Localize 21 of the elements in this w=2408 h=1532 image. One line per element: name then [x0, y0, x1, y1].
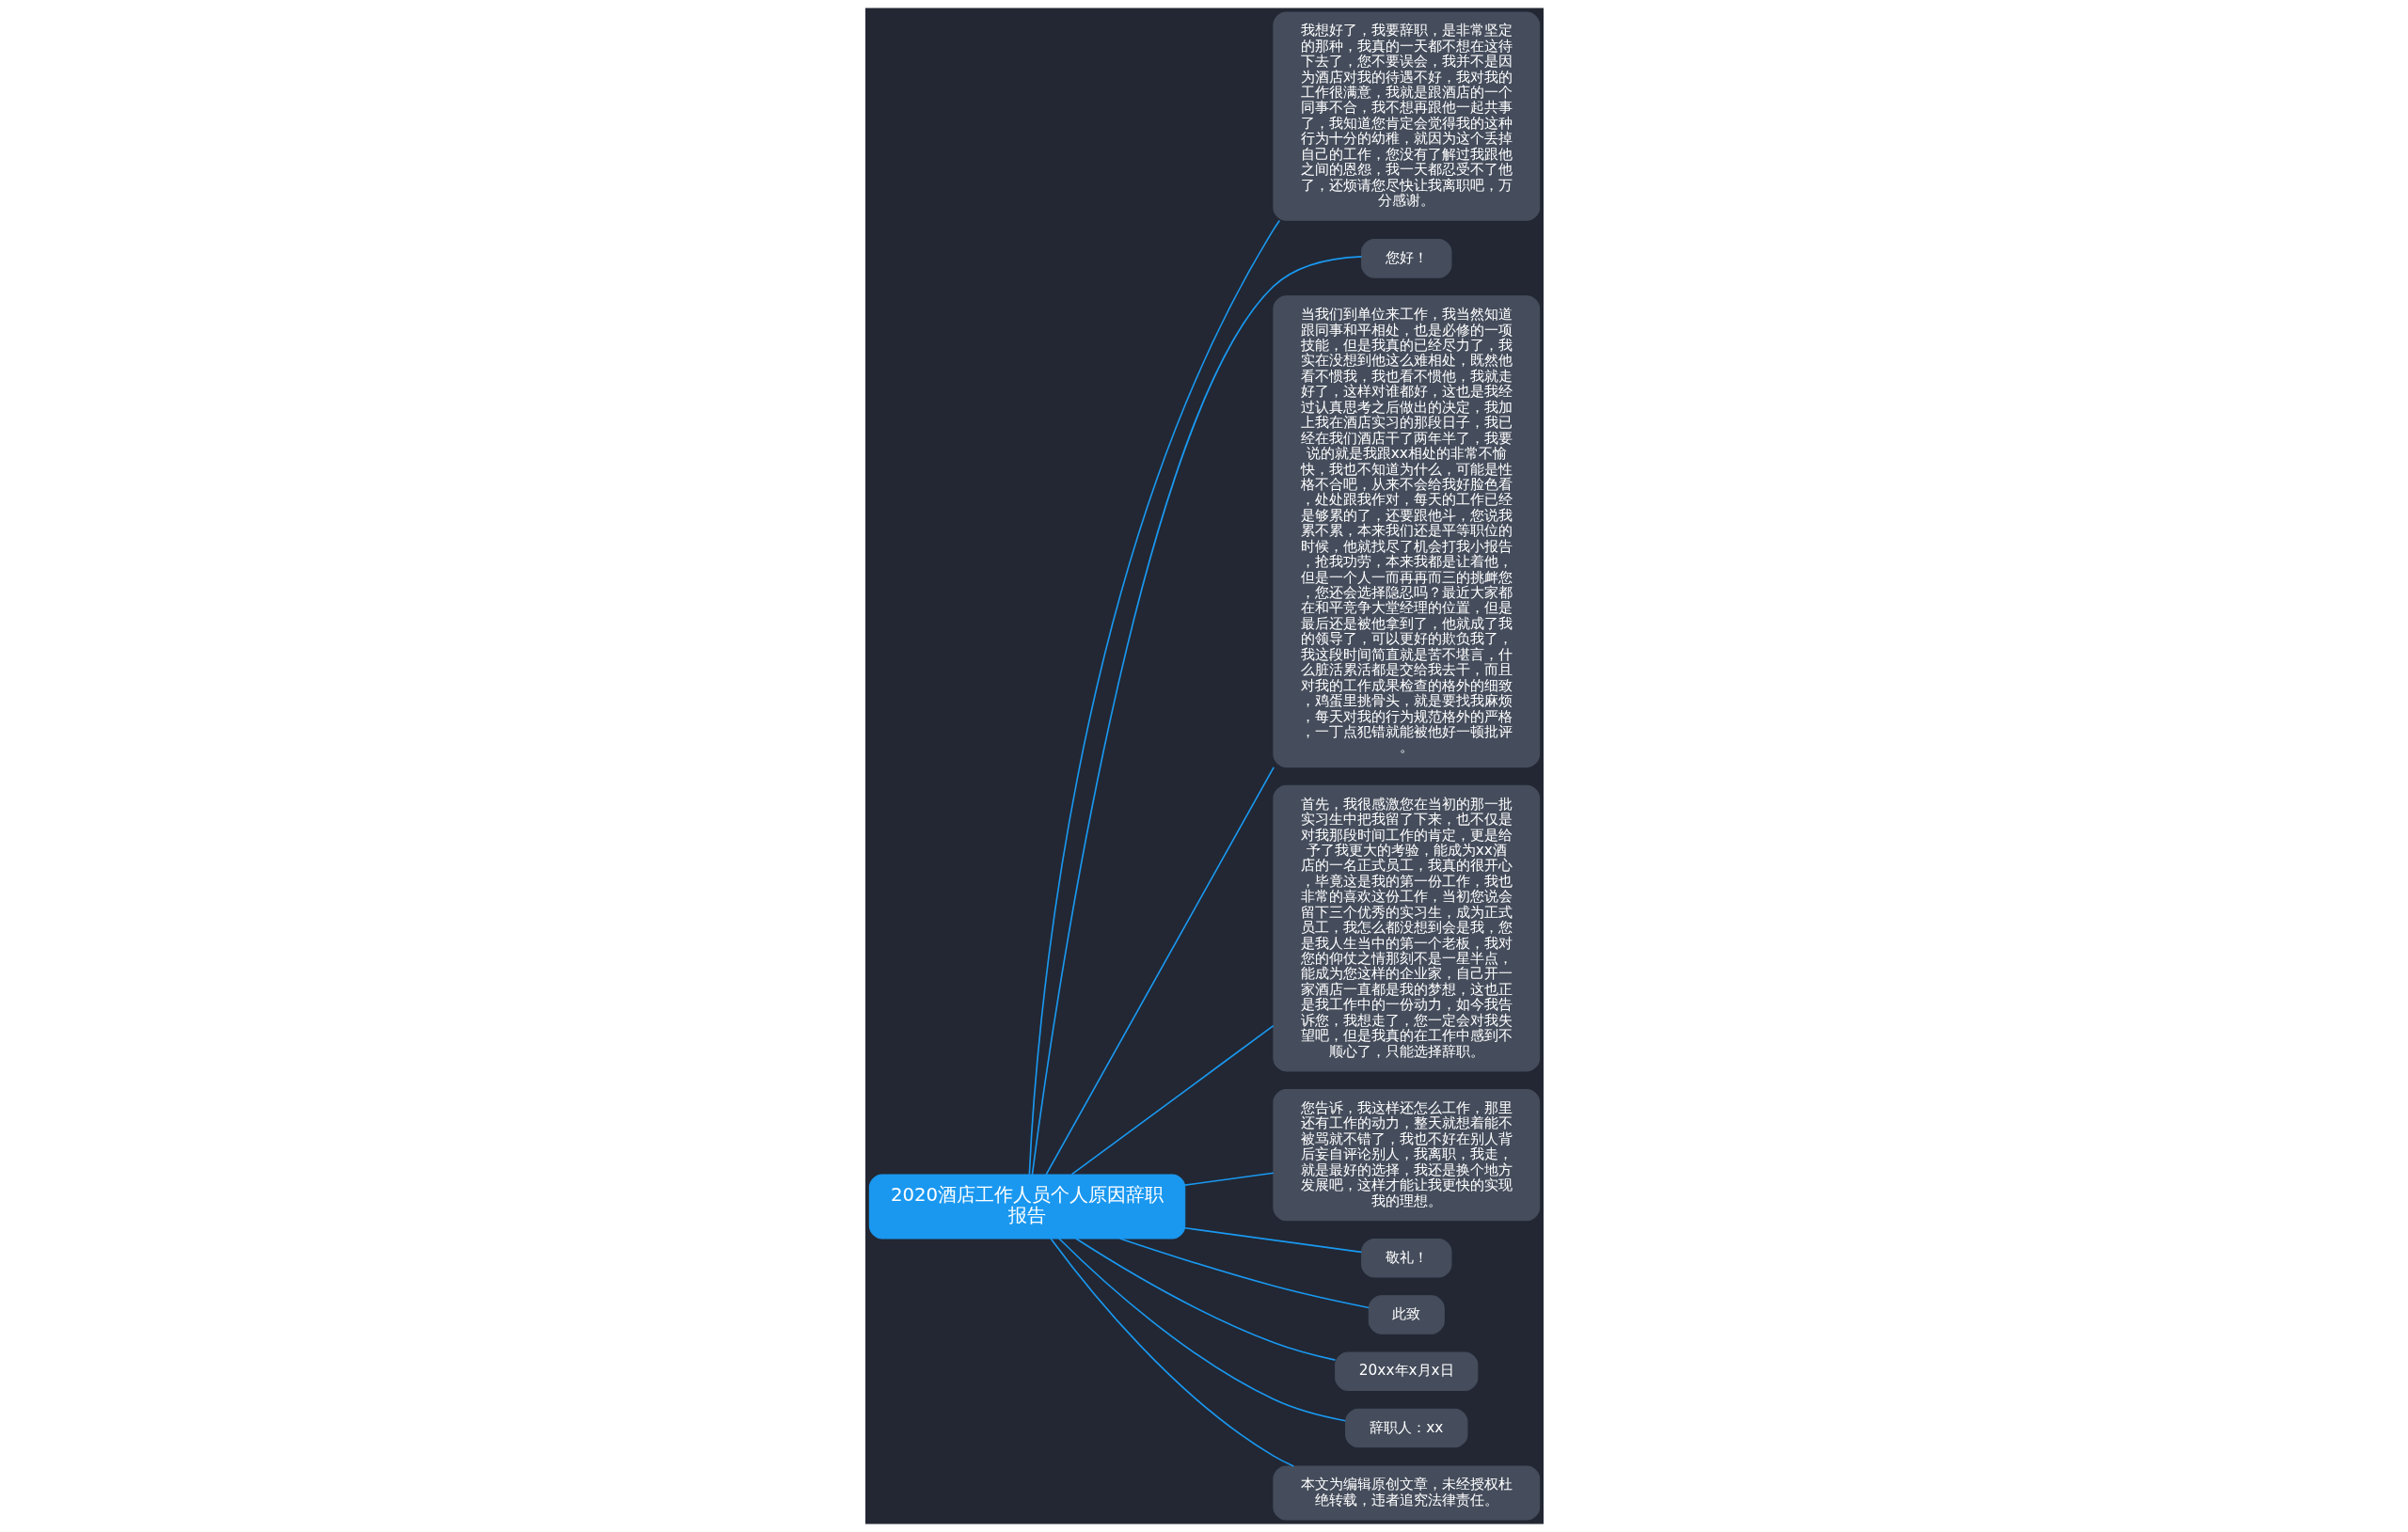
node-box: 2020酒店工作人员个人原因辞职报告: [868, 1174, 1185, 1240]
connector: [1183, 1226, 1362, 1254]
connector: [1183, 1172, 1275, 1186]
node-box: 当我们到单位来工作，我当然知道跟同事和平相处，也是必修的一项技能，但是我真的已经尽力了，我实在没想到他这么难相处，既然他看不惯我，我也看不惯他，我就走好了，这样对谁都好，这也是我经过认真思考之后做出的决定，我加上我在酒店实习的那段日子，我已经在我们酒店干了两年半了，我要说的就是我跟xx相处的非常不愉快，我也不知道为什么，可能是性格不合吧，从来不会给我好脸色看，处处跟我作对，每天的工作已经是够累的了，还要跟他斗，您说我累不累，本来我们还是平等职位的时候，他就找尽了机会打我小报告，抢我功劳，本来我都是让着他，但是一个人一而再再而三的挑衅您，您还会选择隐忍吗？最近大家都在和平竞争大堂经理的位置，但是最后还是被他拿到了，他就成了我的领导了，可以更好的欺负我了，我这段时间简直就是苦不堪言，什么脏活累活都是交给我去干，而且对我的工作成果检查的格外的细致，鸡蛋里挑骨头，就是要找我麻烦，每天对我的行为规范格外的严格，一丁点犯错就能被他好一顿批评。: [1272, 295, 1540, 768]
connector: [1031, 256, 1362, 1176]
connector: [1028, 219, 1280, 1176]
node-box: 您好！: [1360, 239, 1451, 278]
connector: [1074, 1238, 1336, 1361]
connector: [1057, 1238, 1346, 1422]
node-box: 我想好了，我要辞职，是非常坚定的那种，我真的一天都不想在这待下去了，您不要误会，我并不是因为酒店对我的待遇不好，我对我的工作很满意，我就是跟酒店的一个同事不合，我不想再跟他一起共事了，我知道您肯定会觉得我的这种行为十分的幼稚，就因为这个丢掉自己的工作，您没有了解过我跟他之间的恩怨，我一天都忍受不了他了，还烦请您尽快让我离职吧，万分感谢。: [1272, 11, 1540, 221]
node-box: 此致: [1368, 1295, 1445, 1335]
node-box: 您告诉，我这样还怎么工作，那里还有工作的动力，整天就想着能不被骂就不错了，我也不好在别人背后妄自评论别人，我离职，我走，就是最好的选择，我还是换个地方发展吧，这样才能让我更快的实现我的理想。: [1272, 1089, 1540, 1222]
connector: [1118, 1238, 1370, 1309]
connector: [1070, 1024, 1275, 1176]
connector: [1049, 1238, 1294, 1467]
connector: [1044, 766, 1275, 1176]
node-box: 本文为编辑原创文章，未经授权杜绝转载，违者追究法律责任。: [1272, 1465, 1540, 1521]
node-box: 辞职人：xx: [1344, 1408, 1467, 1448]
node-box: 敬礼！: [1360, 1238, 1451, 1278]
node-box: 首先，我很感激您在当初的那一批实习生中把我留了下来，也不仅是对我那段时间工作的肯定，更是给予了我更大的考验，能成为xx酒店的一名正式员工，我真的很开心，毕竟这是我的第一份工作，我也非常的喜欢这份工作，当初您说会留下三个优秀的实习生，成为正式员工，我怎么都没想到会是我，您是我人生当中的第一个老板，我对您的仰仗之情那刻不是一星半点，能成为您这样的企业家，自己开一家酒店一直都是我的梦想，这也正是我工作中的一份动力，如今我告诉您，我想走了，您一定会对我失望吧，但是我真的在工作中感到不顺心了，只能选择辞职。: [1272, 784, 1540, 1072]
node-box: 20xx年x月x日: [1334, 1351, 1478, 1392]
